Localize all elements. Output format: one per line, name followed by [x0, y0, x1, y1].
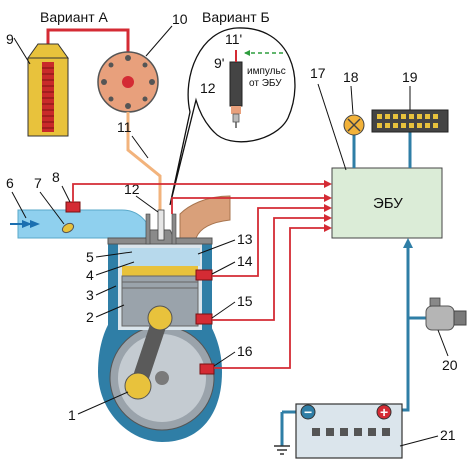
ecu-box: [331, 167, 443, 239]
label-7: 7: [34, 175, 42, 191]
ecu-label: ЭБУ: [373, 195, 403, 212]
label-11-prime: 11': [225, 31, 242, 47]
engine: [98, 209, 222, 442]
ignition-coil: [27, 43, 69, 137]
label-17: 17: [310, 65, 326, 81]
label-6: 6: [6, 175, 14, 191]
ignition-switch: [425, 297, 467, 331]
diagnostic-connector: [371, 109, 449, 133]
label-14: 14: [237, 253, 253, 269]
label-18: 18: [343, 69, 359, 85]
ground-symbol: [274, 445, 290, 455]
label-4: 4: [86, 267, 94, 283]
battery-minus: −: [304, 404, 312, 420]
label-9: 9: [6, 31, 14, 47]
variant-b-caption: Вариант Б: [202, 9, 270, 25]
label-16: 16: [237, 343, 253, 359]
impulse-caption-line2: от ЭБУ: [249, 78, 282, 89]
label-12-callout: 12: [200, 80, 216, 96]
signal-arrowheads: [324, 180, 332, 232]
variant-b-callout: [169, 27, 296, 206]
hv-lead: [126, 112, 162, 215]
power-arrowhead: [403, 238, 413, 248]
label-5: 5: [86, 249, 94, 265]
knock-sensor: [195, 269, 213, 281]
label-21: 21: [440, 427, 456, 443]
intake-sensor: [65, 201, 81, 213]
label-13: 13: [237, 231, 253, 247]
sensor-signal-wires: [72, 183, 326, 369]
coolant-sensor: [195, 313, 213, 325]
ignition-distributor: [97, 51, 159, 113]
intake-duct: [17, 195, 231, 239]
label-10: 10: [172, 11, 188, 27]
battery-plus: +: [380, 404, 388, 420]
intake-air-arrows: [10, 220, 40, 228]
label-19: 19: [402, 69, 418, 85]
power-wires: [390, 244, 428, 412]
crankshaft-sensor: [199, 363, 215, 375]
label-20: 20: [442, 357, 458, 373]
variant-a-caption: Вариант А: [40, 9, 109, 25]
impulse-caption-line1: импульс: [247, 66, 286, 77]
label-3: 3: [86, 287, 94, 303]
label-11: 11: [117, 119, 132, 135]
label-1: 1: [68, 407, 76, 423]
battery: [295, 403, 403, 459]
label-15: 15: [237, 293, 253, 309]
throttle-valve: [61, 222, 75, 234]
connector-pins: [377, 114, 438, 128]
label-8: 8: [52, 169, 60, 185]
label-9-prime: 9': [214, 55, 224, 71]
label-2: 2: [86, 309, 94, 325]
label-12: 12: [124, 181, 140, 197]
